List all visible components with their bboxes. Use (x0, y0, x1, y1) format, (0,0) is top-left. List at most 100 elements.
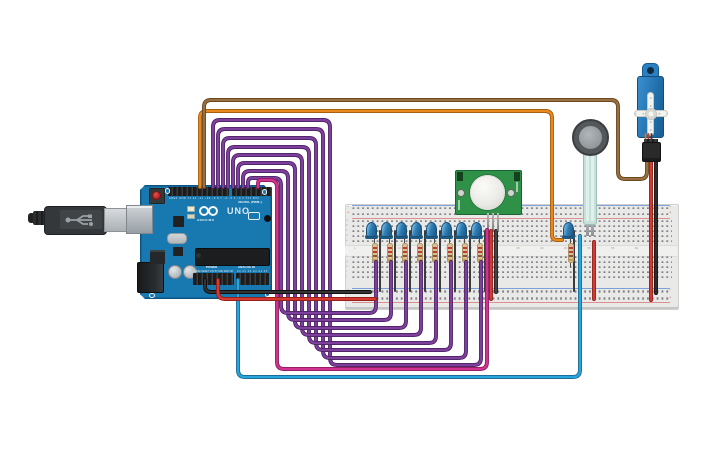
wire-led-9-signal-orange[interactable] (198, 109, 564, 242)
breadboard-row-b[interactable] (350, 224, 672, 228)
fsr-pin-right (591, 219, 594, 236)
resistor-band (462, 259, 467, 262)
resistor-band (402, 255, 407, 258)
mount-hole-1 (164, 188, 170, 194)
pir-leg-3 (497, 213, 500, 231)
led-1[interactable] (365, 222, 377, 237)
led-5[interactable] (425, 222, 437, 237)
crystal-oscillator (172, 216, 184, 227)
wire-gnd-black[interactable] (203, 278, 372, 294)
usb-icon (65, 214, 93, 226)
resistor-band (568, 255, 573, 258)
atmega-chip (194, 248, 270, 266)
servo-connector[interactable] (642, 142, 661, 162)
pir-component-chip-right (514, 172, 520, 181)
rail-minus-bottom-left: − (346, 286, 349, 292)
rail-plus-bottom-left: + (346, 294, 349, 300)
power-header[interactable] (192, 272, 234, 285)
rail-plus-top-left: + (346, 210, 349, 215)
wire-led-7-signal-purple[interactable] (216, 127, 468, 360)
analog-label: ANALOG IN (238, 266, 255, 270)
resistor-band (568, 259, 573, 262)
resistor-band (568, 251, 573, 254)
fsr-head-center (578, 125, 602, 149)
wire-led-3-signal-purple[interactable] (236, 161, 408, 330)
wire-led-1-signal-purple[interactable] (246, 176, 378, 315)
atmega-notch (195, 253, 201, 258)
wire-led-4-signal-purple[interactable] (231, 153, 423, 337)
resistor-band (432, 251, 437, 254)
breadboard-row-i[interactable] (350, 270, 672, 274)
servo-horn-hub (644, 107, 657, 120)
breadboard-row-d[interactable] (350, 234, 672, 238)
wire-fsr-a0-cyan[interactable] (236, 234, 582, 379)
resistor-band (462, 251, 467, 254)
breadboard-row-e[interactable] (350, 239, 672, 243)
breadboard-bottom-negative-line (352, 288, 670, 289)
wire-power-5v-red[interactable] (216, 278, 377, 301)
resistor-band (477, 247, 482, 250)
pir-silkscreen-right (516, 182, 518, 192)
arduino-logo-icon-2 (208, 206, 218, 216)
small-ic (172, 246, 183, 256)
breadboard-row-h[interactable] (350, 265, 672, 269)
led-9[interactable] (562, 222, 574, 237)
wire-pir-signal-magenta[interactable] (256, 178, 489, 371)
resistor-band (432, 255, 437, 258)
uno-label: UNO (227, 205, 250, 216)
led-3[interactable] (395, 222, 407, 237)
wire-led-6-signal-purple[interactable] (221, 136, 453, 352)
usb-cable[interactable] (33, 211, 47, 225)
reset-button[interactable] (152, 191, 161, 200)
digital-header-left[interactable] (168, 186, 229, 196)
analog-header[interactable] (235, 272, 269, 285)
wire-servo-signal-brown[interactable] (202, 98, 649, 189)
wire-led-8-signal-purple[interactable] (211, 118, 483, 367)
resistor-band (387, 247, 392, 250)
resistor-band (372, 255, 377, 258)
led-2[interactable] (380, 222, 392, 237)
servo-mount-hole (647, 66, 654, 74)
pir-leg-1 (487, 213, 490, 231)
led-8[interactable] (470, 222, 482, 237)
led-7[interactable] (455, 222, 467, 237)
breadboard-row-c[interactable] (350, 229, 672, 233)
resistor-band (447, 259, 452, 262)
fsr-tail-trace-left (586, 151, 589, 221)
resistor-band (402, 251, 407, 254)
digital-header-right[interactable] (231, 186, 272, 196)
pir-dome[interactable] (470, 174, 505, 210)
silkscreen-box (248, 211, 260, 220)
wire-led-2-signal-purple[interactable] (241, 169, 393, 322)
arduino-usb-socket (126, 205, 153, 234)
led-4[interactable] (410, 222, 422, 237)
resistor-band (462, 255, 467, 258)
resistor-band (417, 259, 422, 262)
row-letters-fghij: f g h i j (346, 254, 348, 279)
breadboard-row-f[interactable] (350, 255, 672, 259)
resistor-band (568, 247, 573, 250)
resistor-band (372, 251, 377, 254)
breadboard-row-g[interactable] (350, 260, 672, 264)
breadboard-bottom-negative-rail[interactable] (350, 290, 669, 293)
fsr-pin-left (586, 219, 589, 236)
breadboard-row-j[interactable] (350, 275, 672, 279)
resistor-band (387, 255, 392, 258)
usb-cable-end[interactable] (28, 213, 35, 223)
resistor-band (402, 259, 407, 262)
breadboard-bottom-positive-rail[interactable] (350, 297, 669, 300)
led-6[interactable] (440, 222, 452, 237)
resistor-band (387, 251, 392, 254)
electrolytic-cap-1 (168, 265, 182, 279)
via-dot (264, 215, 271, 222)
breadboard-row-a[interactable] (350, 219, 672, 223)
pir-screw-hole-left (456, 189, 465, 197)
resistor-band (447, 251, 452, 254)
pir-leg-2 (492, 213, 495, 231)
resistor-9[interactable] (567, 243, 574, 263)
wire-led-5-signal-purple[interactable] (226, 145, 438, 345)
power-label: POWER (206, 266, 218, 270)
